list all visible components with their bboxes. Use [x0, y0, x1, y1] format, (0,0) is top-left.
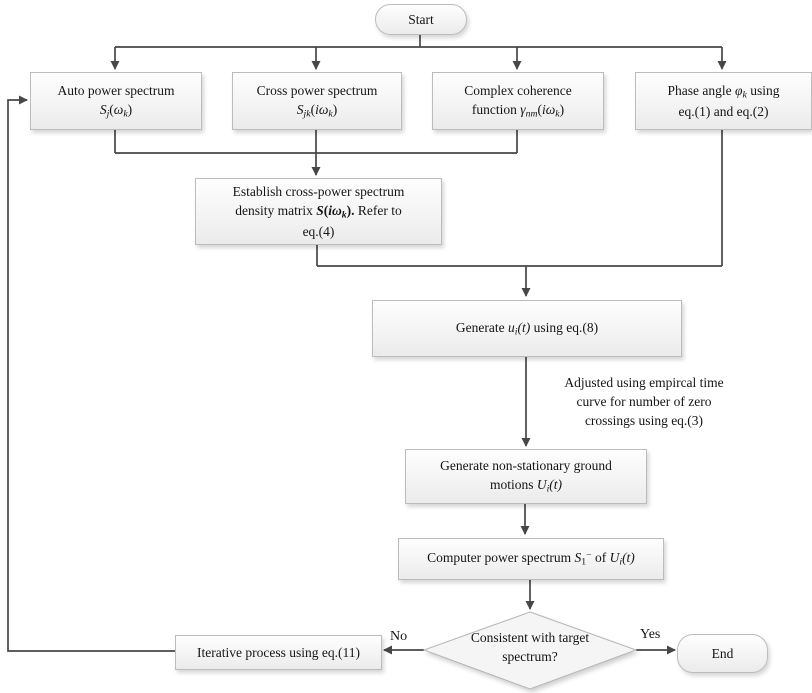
no-branch-label: No [390, 629, 408, 644]
iterative-process-box: Iterative process using eq.(11) [175, 635, 382, 670]
generate-ui-label: Generate ui(t) using eq.(8) [455, 319, 599, 338]
end-label: End [711, 645, 734, 661]
consistency-decision-diamond [422, 611, 638, 690]
generate-ui-box: Generate ui(t) using eq.(8) [372, 300, 682, 357]
start-label: Start [408, 11, 434, 27]
compute-power-spectrum-box: Computer power spectrum S1− of Ui(t) [398, 538, 664, 580]
yes-branch-label: Yes [640, 627, 661, 642]
edge-feedback-loop [7, 95, 175, 652]
compute-power-spectrum-label: Computer power spectrum S1− of Ui(t) [427, 550, 635, 568]
iterative-process-label: Iterative process using eq.(11) [197, 644, 360, 660]
end-terminator: End [677, 634, 768, 673]
start-terminator: Start [375, 4, 467, 35]
